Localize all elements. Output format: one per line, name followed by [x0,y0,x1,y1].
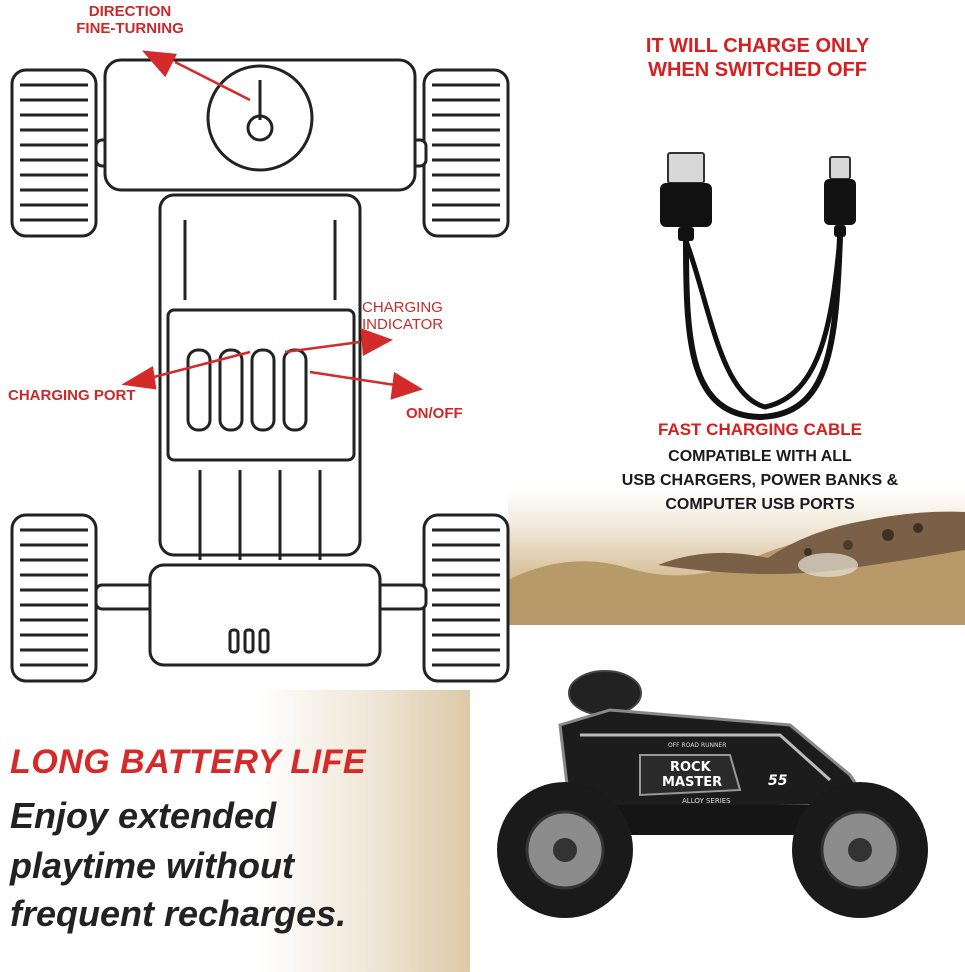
cable-compat-line2: USB CHARGERS, POWER BANKS & [621,472,899,489]
charge-note-line2: WHEN SWITCHED OFF [648,59,867,81]
usb-cable-illustration [660,152,856,421]
battery-line3: frequent recharges. [10,893,347,934]
truck-wheel-rear [792,782,928,918]
truck-wheel-front [497,782,633,918]
decal-brand-line2: MASTER [662,775,722,790]
charge-note: IT WILL CHARGE ONLY WHEN SWITCHED OFF [585,34,930,82]
decal-top: OFF ROAD RUNNER [668,742,726,749]
charging-indicator-line2: INDICATOR [362,315,444,333]
chassis-diagram [10,50,510,683]
decal-series: ALLOY SERIES [682,797,731,805]
decal-model: 55 [768,773,788,789]
direction-fine-tuning-label: DIRECTION FINE-TURNING [40,3,220,37]
rc-truck-illustration: OFF ROAD RUNNER ROCK MASTER ALLOY SERIES… [497,670,928,918]
battery-line1: Enjoy extended [10,795,277,836]
cable-title: FAST CHARGING CABLE [658,420,862,439]
on-off-label: ON/OFF [406,405,463,422]
battery-line2: playtime without [10,845,295,886]
direction-label-line2: FINE-TURNING [76,19,184,37]
tire-front-right [422,68,510,238]
desert-rocks-illustration [508,511,965,625]
direction-label-line1: DIRECTION [88,3,172,20]
charging-port-label: CHARGING PORT [8,387,136,404]
cable-compat-line1: COMPATIBLE WITH ALL [668,448,852,465]
charging-indicator-label: CHARGING INDICATOR [362,299,472,333]
battery-heading: LONG BATTERY LIFE [10,743,367,781]
charge-note-line1: IT WILL CHARGE ONLY [645,35,870,57]
tire-rear-left [10,513,98,683]
tire-front-left [10,68,98,238]
charging-indicator-line1: CHARGING [362,299,443,316]
decal-brand-line1: ROCK [670,760,712,775]
tire-rear-right [422,513,510,683]
cable-compat-line3: COMPUTER USB PORTS [665,496,855,513]
desert-background-bottom [0,690,470,972]
